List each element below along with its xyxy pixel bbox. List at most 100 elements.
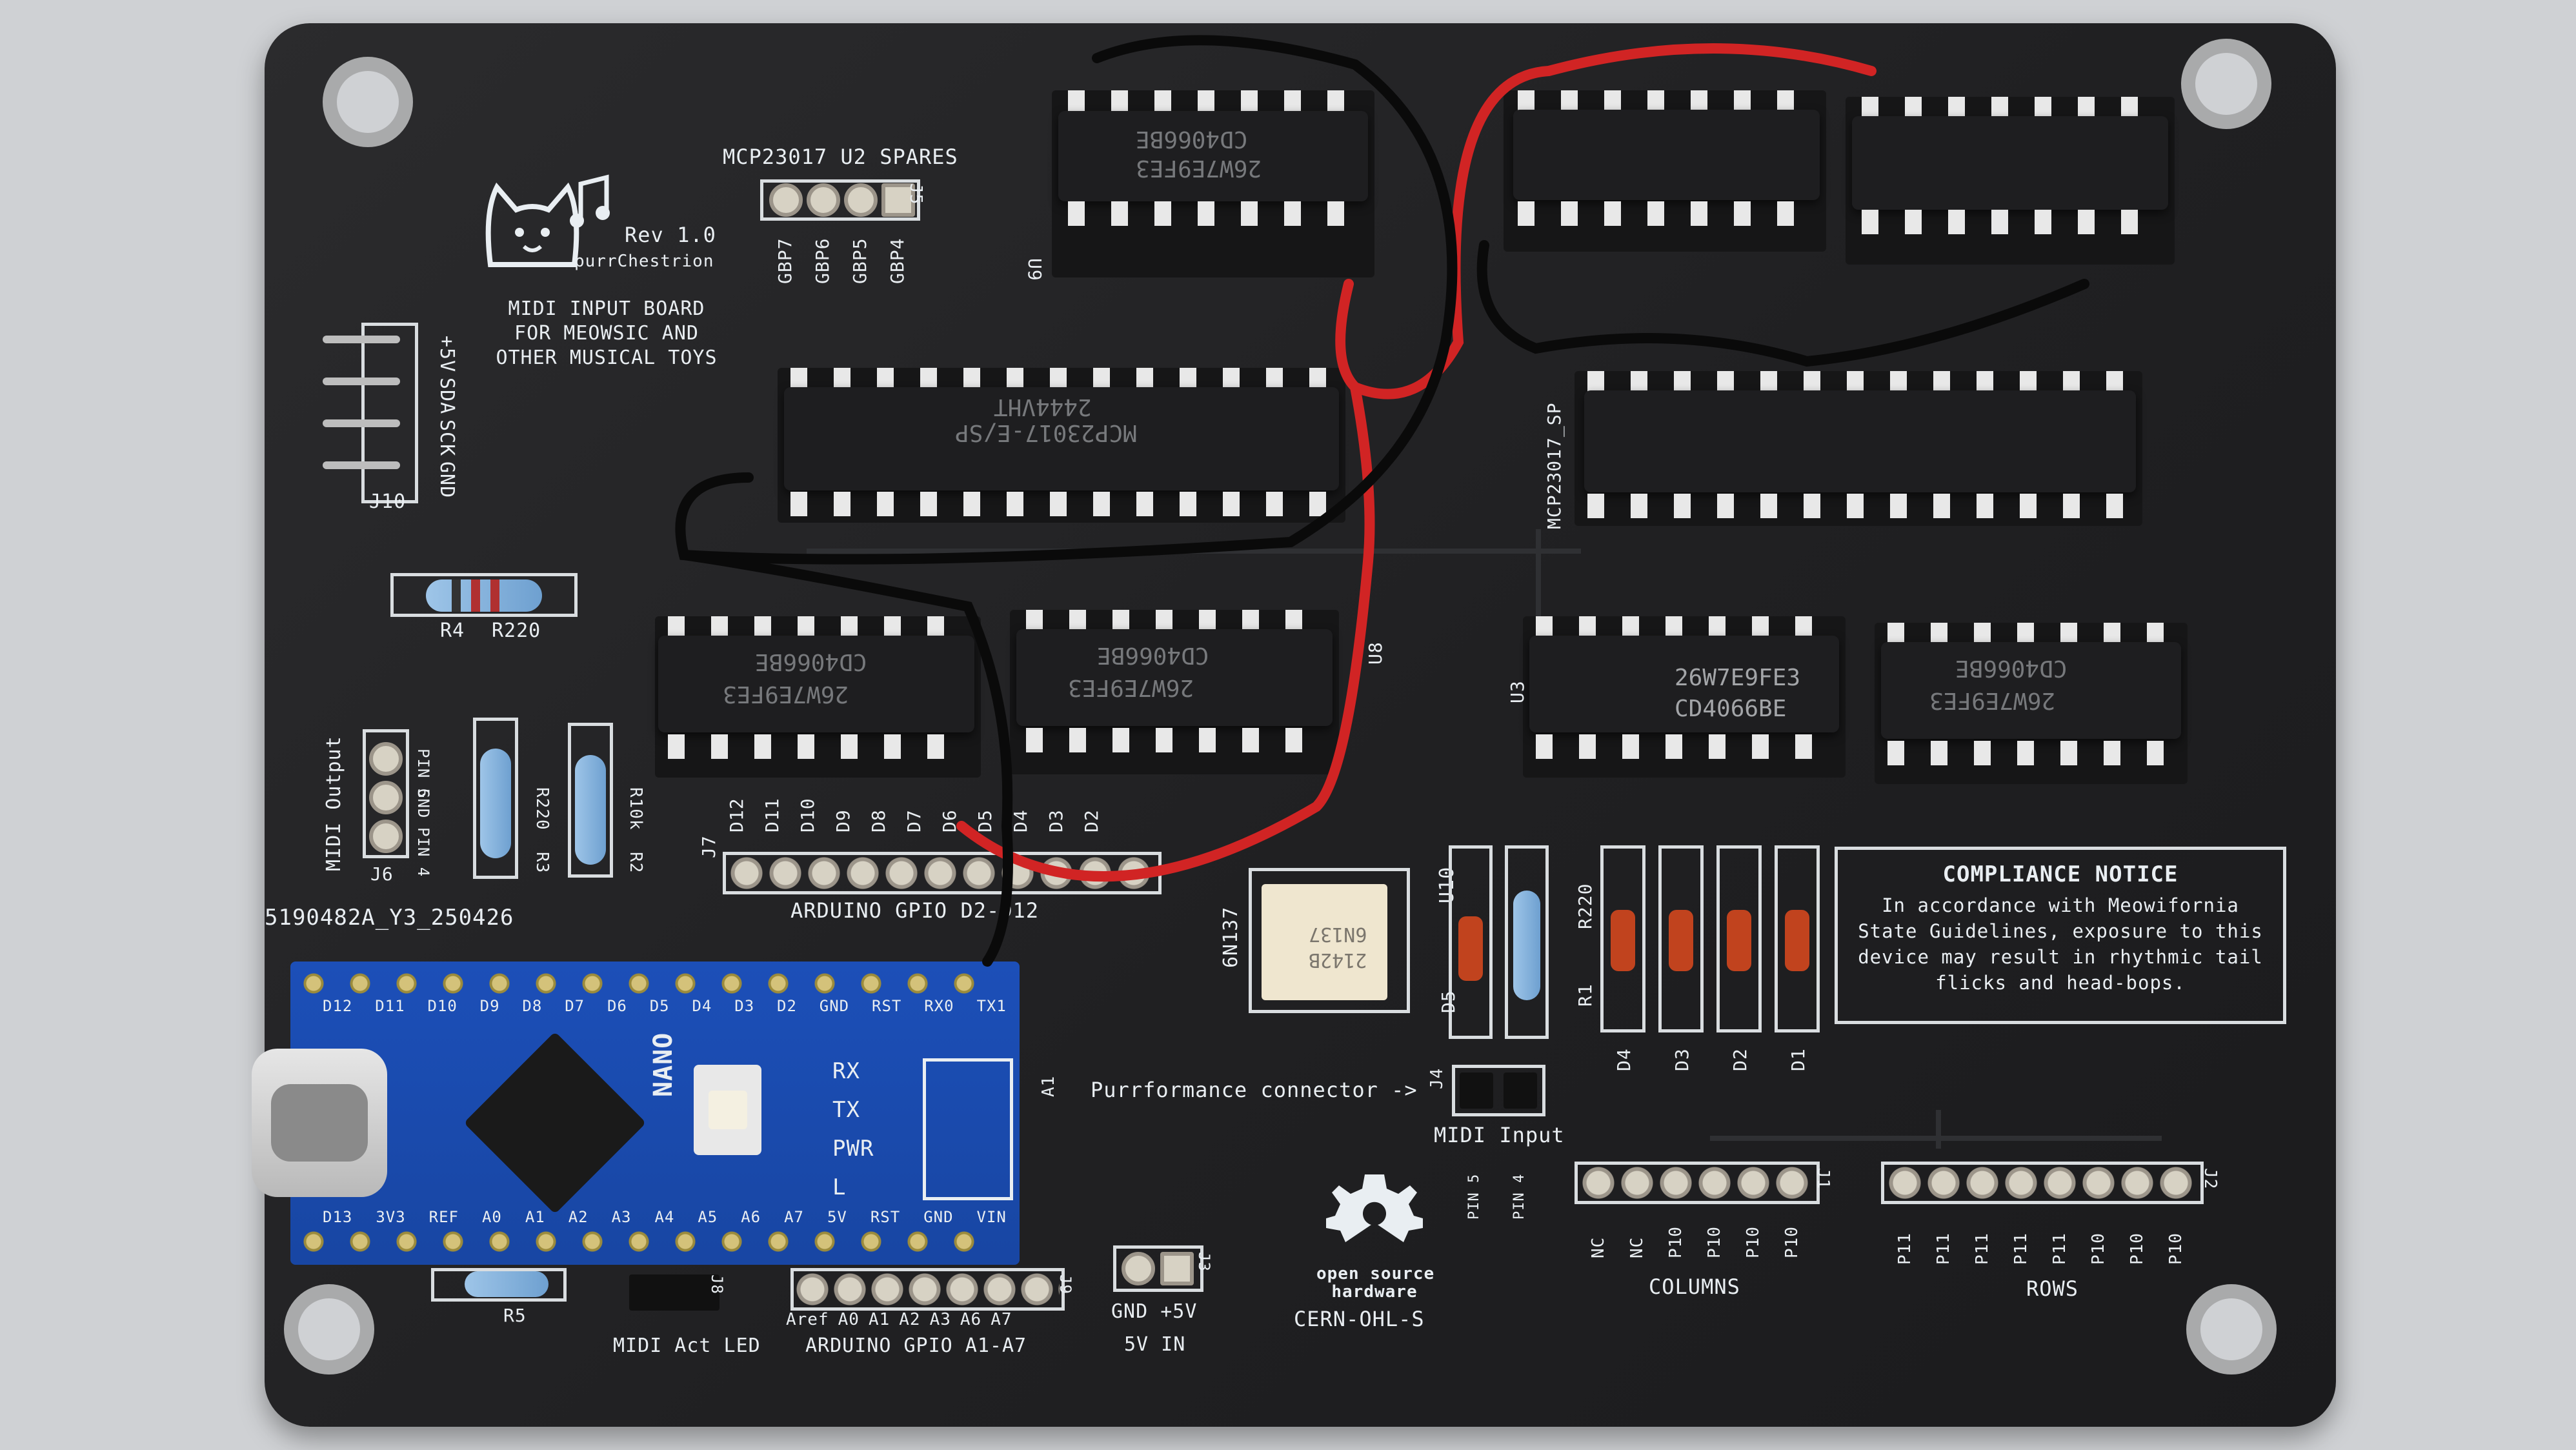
r3-resistor: [480, 749, 511, 858]
arduino-top-pins: [303, 973, 1000, 994]
ic-pins: [1026, 728, 1323, 752]
header-pad: [1160, 1252, 1194, 1285]
black-jumper-wire: [1476, 240, 2089, 367]
ic-u9-cd4066: [1058, 111, 1368, 201]
osh-text: open source hardware: [1316, 1264, 1435, 1302]
red-jumper-wire: [956, 382, 1375, 882]
analog-header-j9: [790, 1268, 1065, 1311]
header-pad: [369, 742, 403, 776]
header-pad: [844, 183, 878, 217]
compliance-title: COMPLIANCE NOTICE: [1942, 861, 2179, 887]
j10-ref: J10: [369, 490, 407, 513]
ic-cd4066: [1513, 110, 1820, 200]
midi-act-led-label: MIDI Act LED: [613, 1334, 761, 1357]
ic-pins: [1518, 201, 1815, 226]
ic-u8-cd4066: [1016, 629, 1333, 726]
mounting-hole: [323, 57, 413, 147]
header-pin: [323, 378, 400, 385]
diode-footprint: [1775, 845, 1820, 1032]
diode-footprint: [1716, 845, 1762, 1032]
open-source-hardware-icon: [1326, 1174, 1423, 1242]
arduino-led-labels: RX TX PWR L: [832, 1058, 874, 1200]
power-header-j3: [1113, 1245, 1203, 1292]
diode-d2: [1727, 910, 1751, 971]
j10-header: [361, 323, 418, 503]
columns-header-j1: [1575, 1162, 1820, 1204]
header-pin: [323, 419, 400, 427]
music-note-icon: [570, 174, 610, 228]
header-pin: [1504, 1072, 1537, 1109]
ic-u3-cd4066: [1529, 636, 1839, 732]
r4-value: R220: [492, 619, 541, 642]
ic-pins: [1536, 734, 1833, 759]
ic-pins: [1068, 90, 1365, 115]
ic-cd4066: [1852, 116, 2168, 210]
reset-button-cap: [709, 1091, 747, 1129]
black-jumper-wire: [675, 35, 1458, 565]
r5-ref: R5: [503, 1305, 527, 1326]
spares-header-j5: [760, 179, 920, 221]
power-pins: GND +5V: [1111, 1300, 1198, 1323]
j9-pads: [795, 1272, 1060, 1307]
resistor-band: [452, 579, 461, 612]
r1-footprint: [1505, 845, 1549, 1039]
revision-label: Rev 1.0: [625, 223, 716, 247]
diode-d1: [1785, 910, 1809, 971]
resistor-band: [471, 579, 480, 612]
header-pin: [1460, 1072, 1493, 1109]
r4-resistor: [426, 579, 542, 612]
icsp-header: [923, 1058, 1013, 1200]
ic-pins: [1068, 201, 1365, 226]
analog-title: ARDUINO GPIO A1-A7: [805, 1334, 1027, 1357]
r5-footprint: [431, 1268, 567, 1302]
ic-pins: [1862, 210, 2158, 234]
part-code: 5190482A_Y3_250426: [265, 905, 514, 931]
resistor-band: [490, 579, 499, 612]
j4-header: [1452, 1065, 1545, 1116]
compliance-text: In accordance with Meowifornia State Gui…: [1858, 894, 2263, 994]
midi-input-label: MIDI Input: [1434, 1123, 1565, 1147]
purrformance-label: Purrformance connector ->: [1091, 1078, 1418, 1102]
j1-pads: [1581, 1165, 1813, 1200]
columns-title: COLUMNS: [1649, 1274, 1740, 1299]
r2-footprint: [568, 723, 613, 878]
r4-footprint: [390, 573, 578, 617]
black-jumper-wire: [679, 550, 1013, 967]
ic-cd4066: [658, 636, 974, 732]
j6-ref: J6: [370, 863, 394, 885]
r2-resistor: [575, 755, 606, 865]
ic-lot: 26W7E9FE3: [1675, 665, 1801, 691]
ic-pins: [668, 734, 965, 759]
ic-marking: CD4066BE: [1675, 696, 1787, 722]
r5-resistor: [465, 1271, 548, 1297]
j2-pads: [1887, 1165, 2197, 1200]
header-pad: [369, 820, 403, 853]
gpio-title: ARDUINO GPIO D2-D12: [790, 898, 1040, 923]
diode-footprint: [1658, 845, 1704, 1032]
r3-footprint: [473, 718, 518, 879]
compliance-notice: COMPLIANCE NOTICE In accordance with Meo…: [1835, 847, 2286, 1024]
j6-header: [363, 729, 409, 858]
optocoupler-6n137: [1262, 884, 1387, 1000]
diode-d5: [1458, 916, 1483, 981]
pcb-trace: [1536, 529, 1541, 639]
r1-resistor: [1513, 891, 1540, 1000]
midi-act-led-header: [629, 1274, 719, 1311]
diode-footprint: [1600, 845, 1645, 1032]
header-pin: [323, 336, 400, 343]
pcb-trace: [1936, 1110, 1941, 1149]
ic-pins: [1587, 494, 2136, 518]
red-jumper-wire: [1335, 43, 1877, 399]
spares-title: MCP23017 U2 SPARES: [723, 145, 958, 169]
ic-mcp23017: [784, 387, 1339, 490]
ic-mcp23017: [1584, 390, 2136, 492]
ic-cd4066: [1881, 642, 2181, 739]
header-pad: [1122, 1252, 1155, 1285]
power-title: 5V IN: [1124, 1333, 1186, 1356]
u10-footprint: [1249, 868, 1410, 1013]
brand-label: purrChestrion: [574, 252, 714, 271]
rows-title: ROWS: [2026, 1276, 2079, 1301]
ic-pins: [1887, 741, 2178, 765]
